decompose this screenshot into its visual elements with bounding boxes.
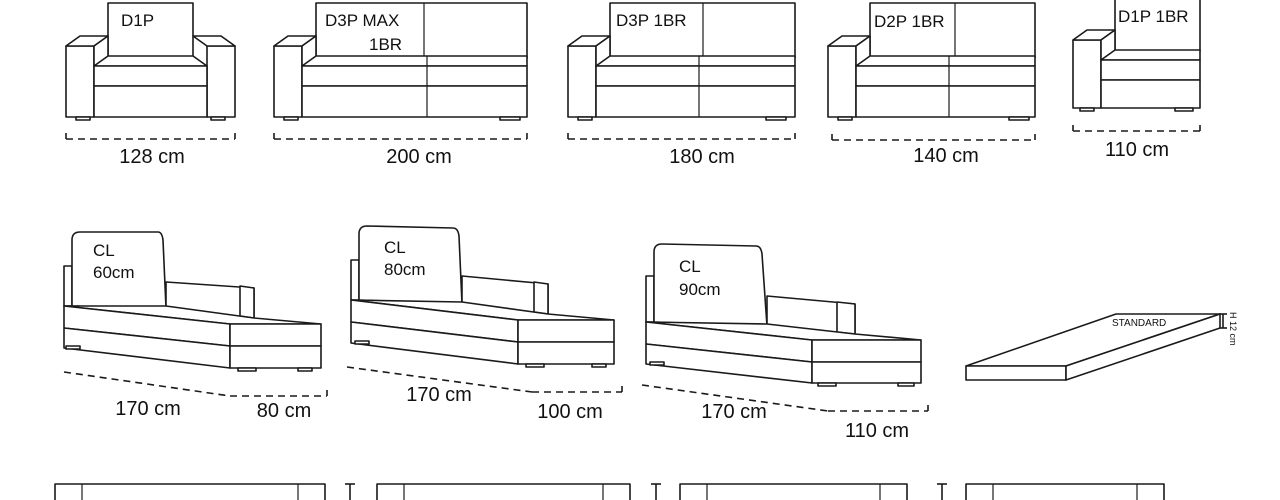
mattress-height-label: H 12 cm [1228,312,1238,346]
left-arm-front [567,45,597,118]
base-front [517,341,615,365]
seat-front [595,65,796,87]
module-label: D3P MAX [325,11,399,30]
base [595,85,796,118]
seat-top [855,55,1036,67]
left-arm-front [273,45,303,118]
module-d3p-1br: D3P 1BR 180 cm [567,2,796,168]
module-label-size: 60cm [93,263,135,282]
length-dimension-line [63,371,231,397]
foot [210,116,226,121]
mattress-front [965,365,1067,381]
base [301,85,528,118]
left-arm-front [827,45,857,118]
module-d3p-max-1br: D3P MAX 1BR 200 cm [273,2,528,168]
seat-top [301,55,528,67]
seat-top [595,55,796,67]
module-label: CL [384,238,406,257]
length-label: 170 cm [115,398,181,420]
module-label: D3P 1BR [616,11,687,30]
length-label: 170 cm [406,384,472,406]
module-label: D1P [121,11,154,30]
right-arm-top [192,35,236,47]
module-d1p: D1P 128 cm [65,2,236,168]
mattress-standard: STANDARD H 12 cm [965,312,1238,381]
left-arm-front [65,45,95,118]
module-label-size: 90cm [679,280,721,299]
seat-front [517,319,615,343]
base-front [811,361,922,384]
seat-top [1100,49,1201,61]
back-cushion [71,231,167,309]
seat-top [93,55,208,67]
back-cushion [358,225,463,305]
base [855,85,1036,118]
module-d1p-1br: D1P 1BR 110 cm [1072,0,1201,161]
seat-front [855,65,1036,87]
chaise-cl-60: CL 60cm 170 cm 80 cm [63,231,328,422]
dimension-label: 180 cm [669,146,735,168]
seat-front [229,323,322,347]
module-label-size: 80cm [384,260,426,279]
dimension-label: 200 cm [386,146,452,168]
base-front [229,345,322,369]
back-cushion [107,2,194,59]
left-arm-front [1072,39,1102,109]
length-dimension-line [641,384,829,412]
back-cushion [869,2,1036,59]
foot [75,116,91,121]
length-label: 170 cm [701,401,767,423]
mattress-label: STANDARD [1112,318,1166,329]
dimension-label: 110 cm [1105,139,1169,161]
right-arm-front [206,45,236,118]
back-cushion [653,243,768,327]
module-label: D1P 1BR [1118,7,1189,26]
module-label: D2P 1BR [874,12,945,31]
width-label: 80 cm [257,400,311,422]
width-label: 100 cm [537,401,603,423]
seat-front [301,65,528,87]
module-label-line2: 1BR [369,35,402,54]
base [93,85,208,118]
module-d2p-1br: D2P 1BR 140 cm [827,2,1036,167]
chaise-cl-80: CL 80cm 170 cm 100 cm [346,225,623,423]
module-label: CL [93,241,115,260]
base [1100,79,1201,109]
chaise-cl-90: CL 90cm 170 cm 110 cm [641,243,929,442]
seat-front [1100,59,1201,81]
width-label: 110 cm [845,420,909,442]
top-view-row [54,483,1165,500]
module-label: CL [679,257,701,276]
dimension-label: 128 cm [119,146,185,168]
dimension-label: 140 cm [913,145,979,167]
seat-front [811,339,922,363]
seat-front [93,65,208,87]
